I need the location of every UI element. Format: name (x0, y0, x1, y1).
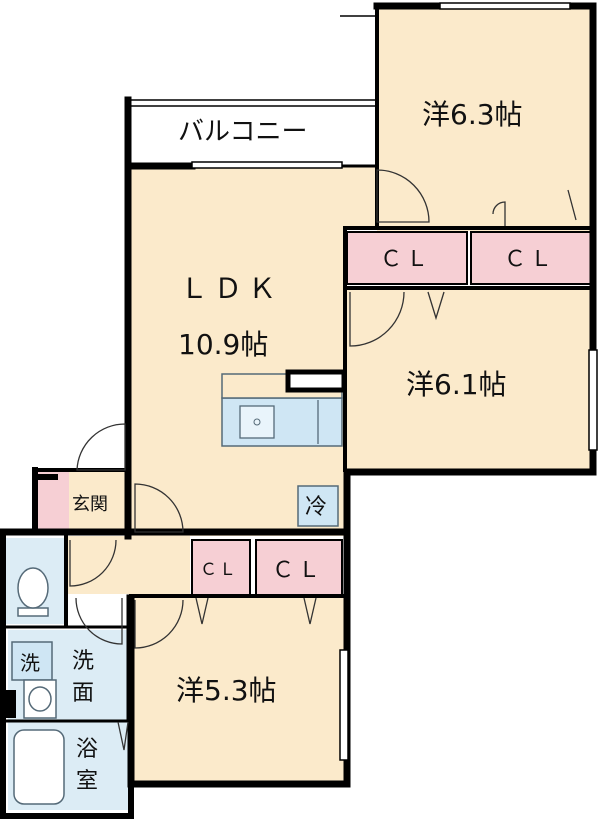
closet-upper-right (470, 231, 592, 285)
ldk-floor-strip (340, 166, 380, 228)
drain-icon (253, 418, 261, 426)
toilet-tank-icon (17, 607, 49, 617)
washroom-label-1: 洗 (72, 649, 94, 674)
western-room-bottom-floor (131, 598, 344, 782)
western-room-mid-floor (347, 290, 593, 470)
ldk-floor (130, 166, 347, 536)
western-room-mid-label: 洋6.1帖 (406, 368, 507, 401)
closets (191, 231, 592, 597)
sanitary (13, 567, 65, 805)
bathtub-icon (13, 729, 65, 805)
window-right-mid (588, 349, 598, 451)
balcony-rail (128, 15, 378, 107)
closet-lower-right (255, 539, 343, 597)
western-room-top-label: 洋6.3帖 (422, 98, 523, 131)
room-fills (37, 6, 593, 782)
door-swings (69, 169, 577, 751)
entrance-label: 玄関 (72, 494, 108, 515)
window-bottom-room (339, 649, 349, 761)
sink-icon (239, 405, 275, 439)
shoe-cabinet (6, 474, 58, 718)
hall-floor (67, 536, 190, 594)
closet-upper-right-label: ＣＬ (504, 247, 556, 272)
bathroom-label-2: 室 (76, 769, 98, 794)
appliances (11, 485, 339, 681)
washer-label: 洗 (20, 651, 40, 675)
window-ldk-balcony (191, 161, 343, 169)
washroom-label-2: 面 (72, 681, 94, 706)
range-hood (285, 369, 347, 393)
western-room-top-floor (377, 6, 593, 231)
entrance-step (37, 470, 69, 532)
balcony-label: バルコニー (178, 117, 307, 147)
bathroom-label-1: 浴 (76, 737, 98, 762)
closet-upper-left-label: ＣＬ (380, 247, 432, 272)
closet-lower-left-label: ＣＬ (200, 560, 238, 580)
fridge-box (297, 485, 339, 527)
closet-lower-right-label: ＣＬ (272, 558, 324, 583)
fridge-label: 冷 (305, 495, 327, 520)
window-top (439, 2, 571, 10)
ldk-size-label: 10.9帖 (178, 328, 268, 361)
labels: バルコニー 洋6.3帖 ＬＤＫ 10.9帖 洋6.1帖 洋5.3帖 玄関 洗 面… (20, 98, 556, 794)
basin-icon (28, 686, 52, 712)
windows (191, 2, 598, 761)
toilet-icon (17, 567, 49, 609)
kitchen (221, 369, 347, 447)
closet-lower-left (191, 539, 251, 597)
ldk-label: ＬＤＫ (180, 272, 282, 305)
western-room-bottom-label: 洋5.3帖 (176, 674, 277, 707)
closet-upper-left (346, 231, 468, 285)
